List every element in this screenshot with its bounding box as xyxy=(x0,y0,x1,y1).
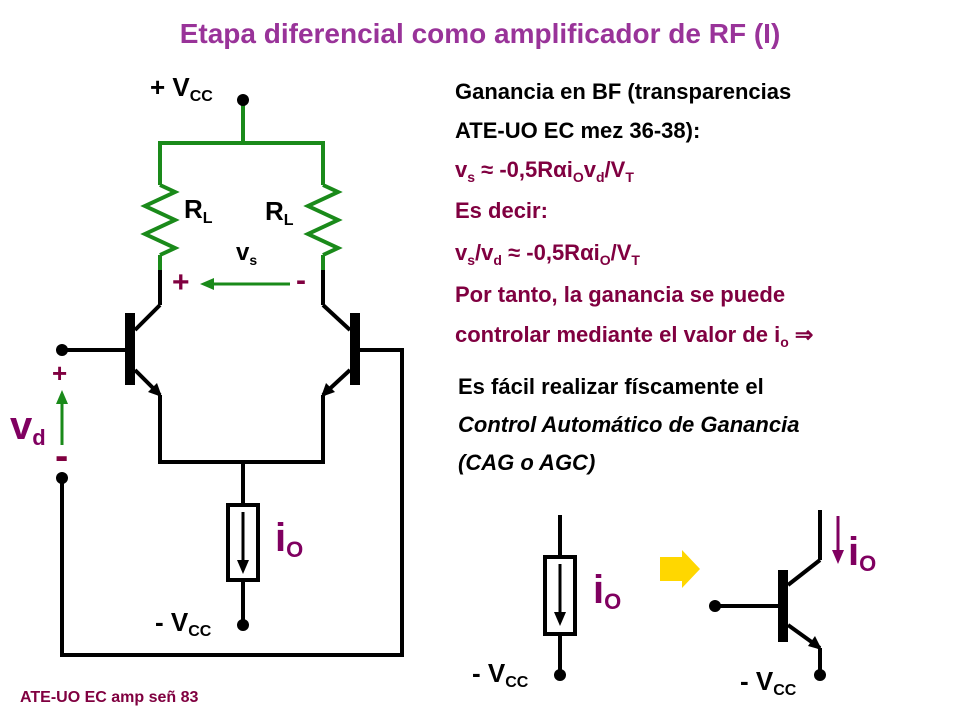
rl-bus xyxy=(158,141,325,185)
tr-emitter-node xyxy=(814,669,826,681)
text-line-3: Es decir: xyxy=(455,198,548,223)
vcc-minus-label-small-source: - VCC xyxy=(472,658,529,691)
vd-label: vd xyxy=(10,404,46,450)
vs-minus-sign: - xyxy=(296,264,306,297)
text-line-7: Control Automático de Ganancia xyxy=(458,412,800,437)
vd-minus-sign: - xyxy=(55,434,69,478)
rl-right-label: RL xyxy=(265,196,294,229)
vs-label: vs xyxy=(236,239,258,268)
vd-minus-node xyxy=(56,472,68,484)
q1-collector xyxy=(133,303,162,332)
small-source-arrow-head xyxy=(554,612,566,626)
q2-base-loop xyxy=(60,348,404,657)
vs-plus-sign: + xyxy=(172,266,190,299)
text-line-2: ATE-UO EC mez 36-38): xyxy=(455,118,701,143)
q2-collector xyxy=(321,303,352,332)
tr-base-node xyxy=(709,600,721,612)
current-source-arrow-head xyxy=(237,560,249,574)
footer-label: ATE-UO EC amp señ 83 xyxy=(20,689,199,706)
tr-collector xyxy=(786,558,822,587)
tr-emitter-arrow xyxy=(808,636,822,650)
equation-2: vs/vd ≈ -0,5RαiO/VT xyxy=(455,240,640,268)
q1-emitter-arrow xyxy=(148,383,162,397)
io-label-small-source: iO xyxy=(593,568,622,614)
q2-emitter-arrow xyxy=(321,383,335,397)
tr-base-bar xyxy=(778,570,788,642)
equation-1: vs ≈ -0,5RαiOvd/VT xyxy=(455,157,634,185)
small-source-node xyxy=(554,669,566,681)
q1-base-bar xyxy=(125,313,135,385)
vcc-minus-label: - VCC xyxy=(155,607,212,640)
io-arrow-head xyxy=(832,550,844,564)
io-label-main: iO xyxy=(275,516,304,562)
text-line-6: Es fácil realizar físcamente el xyxy=(458,374,764,399)
rl-right-resistor xyxy=(303,183,343,257)
text-line-5: controlar mediante el valor de io ⇒ xyxy=(455,322,814,350)
text-line-1: Ganancia en BF (transparencias xyxy=(455,79,792,104)
vs-arrow-head xyxy=(200,278,214,290)
text-line-8: (CAG o AGC) xyxy=(458,450,596,475)
emitter-bus xyxy=(158,395,325,464)
text-line-4: Por tanto, la ganancia se puede xyxy=(455,282,786,307)
vcc-minus-node xyxy=(237,619,249,631)
vd-arrow-head xyxy=(56,390,68,404)
vcc-node xyxy=(237,94,249,106)
rl-left-resistor xyxy=(140,183,180,257)
equivalence-arrow xyxy=(660,550,700,588)
rl-left-label: RL xyxy=(184,194,213,227)
vcc-minus-label-transistor: - VCC xyxy=(740,666,797,699)
io-label-transistor: iO xyxy=(848,530,877,576)
vcc-plus-label: + VCC xyxy=(150,72,213,105)
slide-title: Etapa diferencial como amplificador de R… xyxy=(179,18,781,49)
q2-base-bar xyxy=(350,313,360,385)
vd-plus-node xyxy=(56,344,68,356)
vd-plus-sign: + xyxy=(52,358,68,388)
